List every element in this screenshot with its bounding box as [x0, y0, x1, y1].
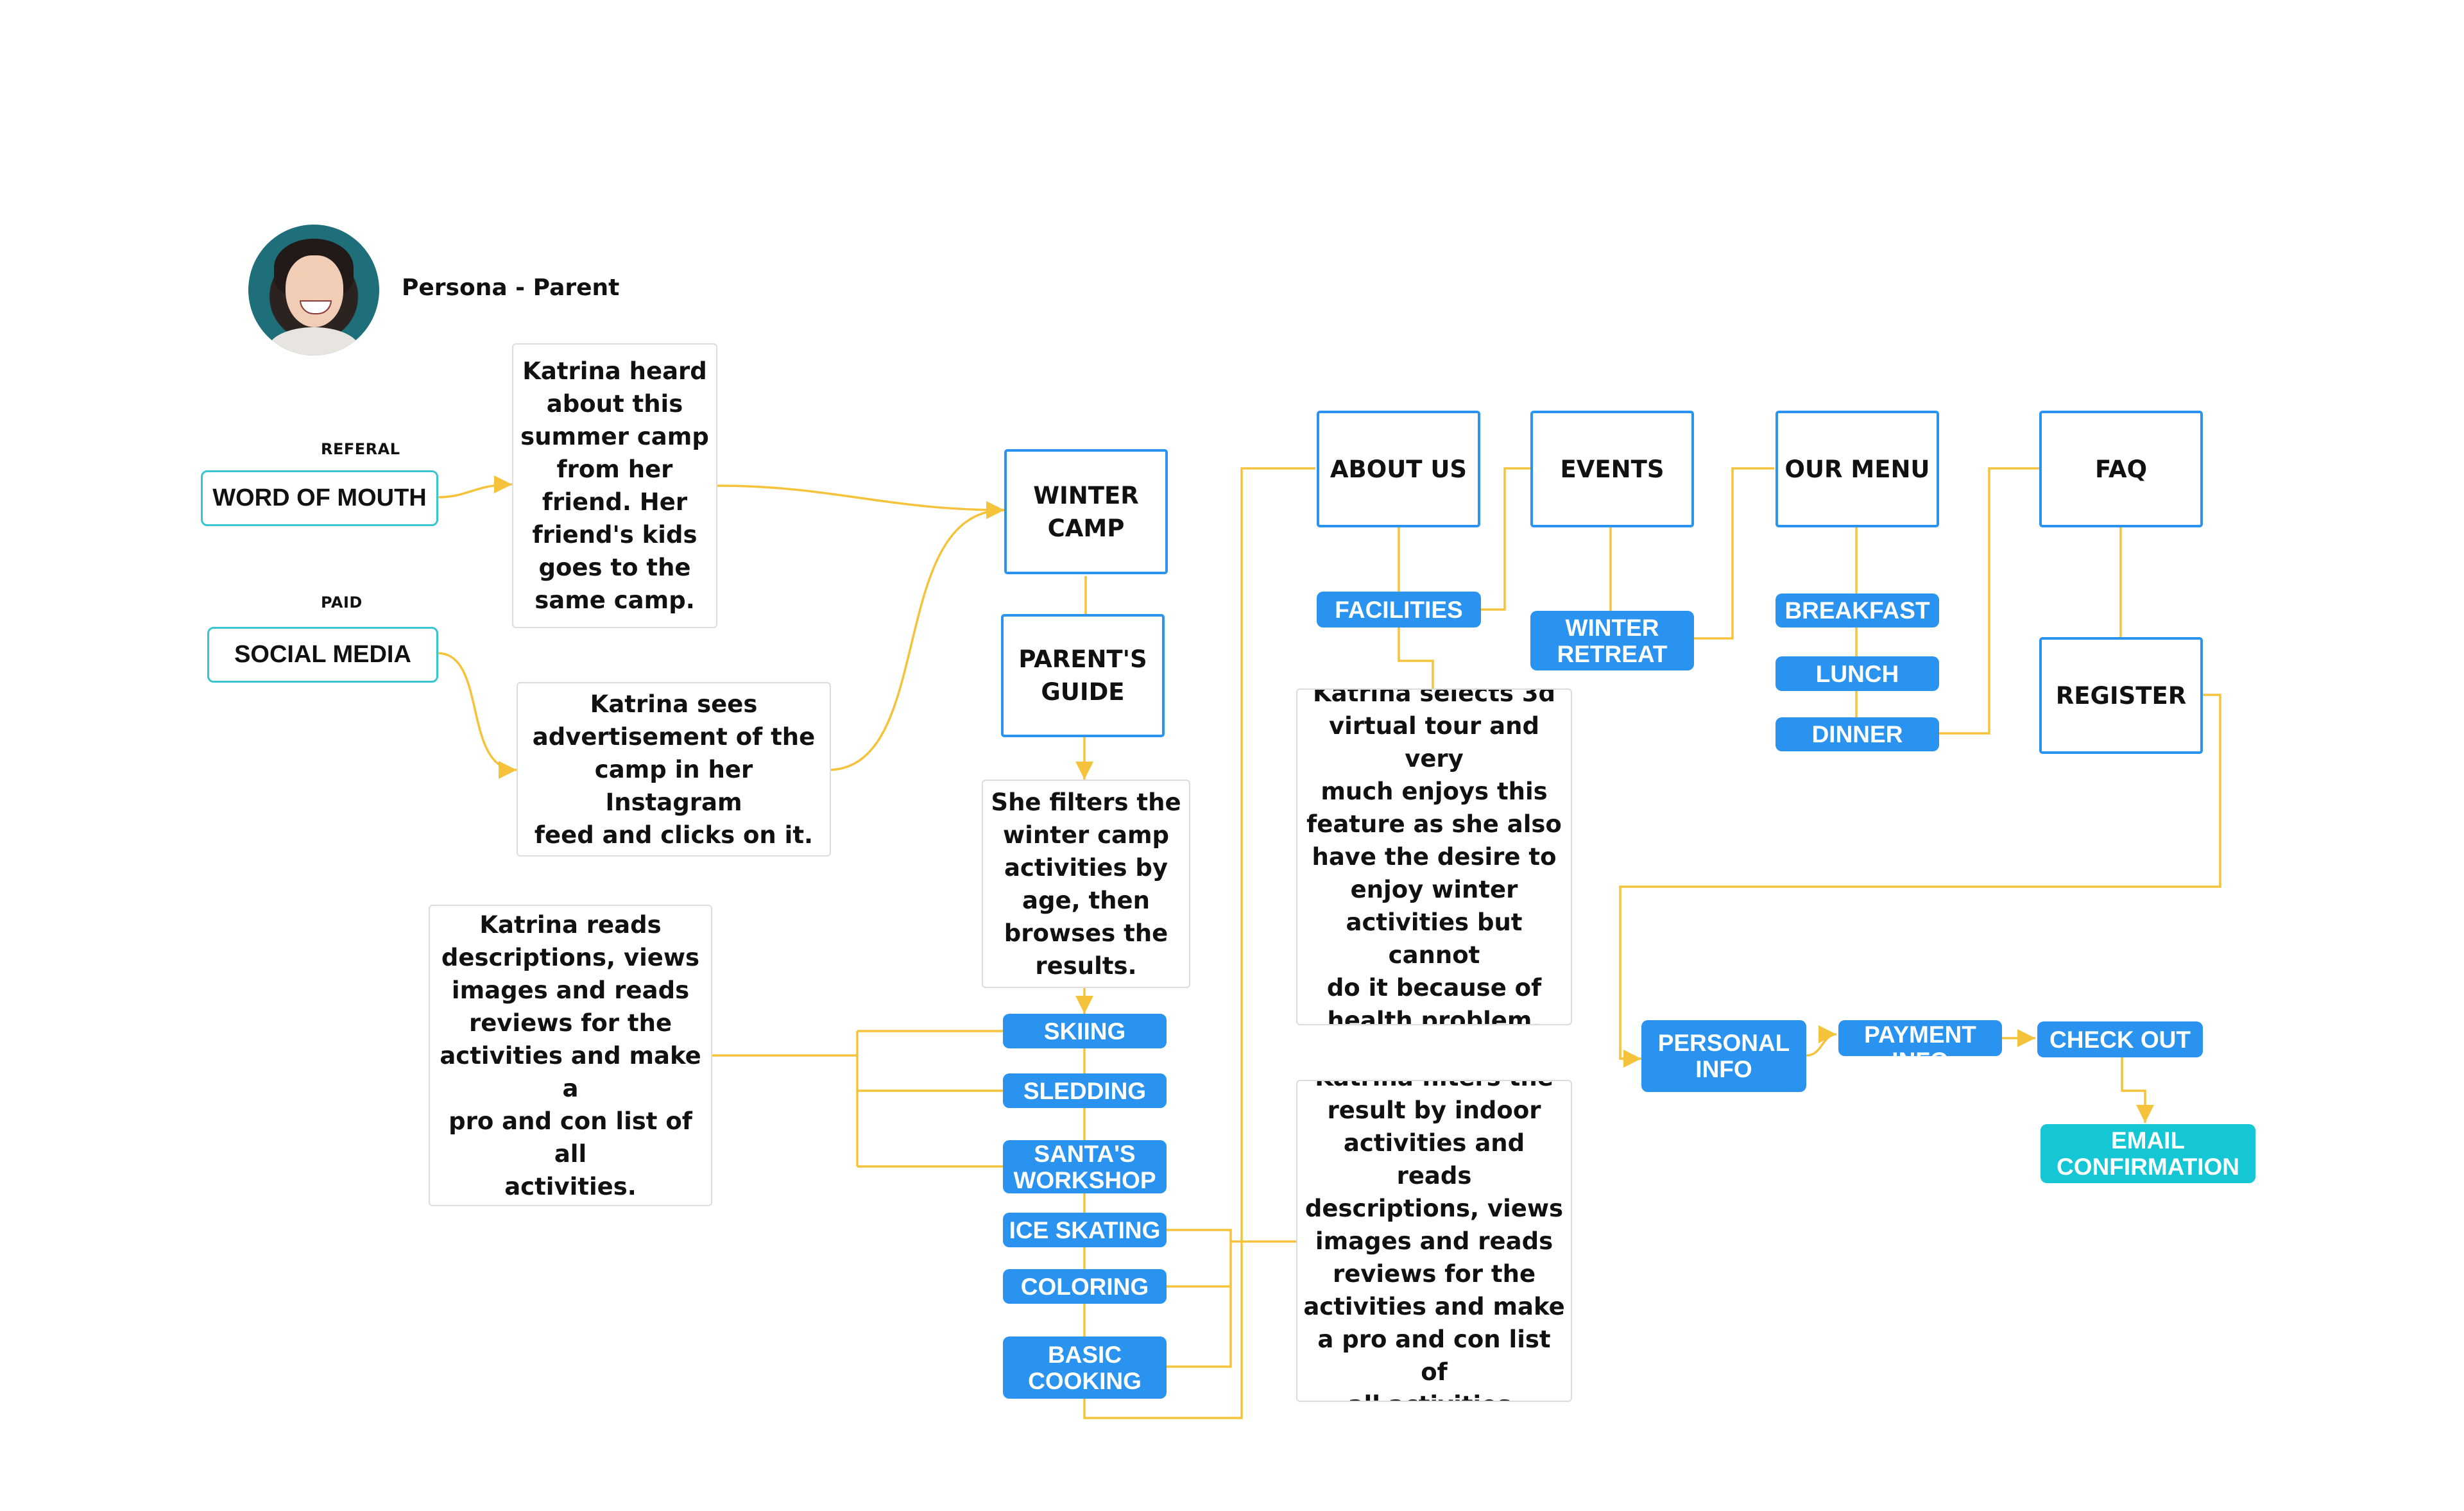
connector-social-media-to-sees [437, 652, 517, 779]
facilities-page: FACILITIES [1317, 592, 1481, 627]
connector-retreat-to-menu [1693, 467, 1774, 640]
social-media-channel: SOCIAL MEDIA [207, 627, 438, 683]
dinner-page: DINNER [1775, 717, 1939, 751]
check-out-step: CHECK OUT [2037, 1021, 2203, 1057]
about-us-page: ABOUT US [1317, 411, 1480, 527]
events-page: EVENTS [1530, 411, 1694, 527]
our-menu-page: OUR MENU [1775, 411, 1939, 527]
register-page: REGISTER [2039, 637, 2203, 754]
breakfast-page: BREAKFAST [1775, 593, 1939, 627]
connector-reads-to-activities [711, 1030, 1003, 1168]
connector-sees-to-winter-camp [827, 501, 1005, 771]
connector-word-of-mouth-to-heard [437, 475, 513, 499]
faq-page: FAQ [2039, 411, 2203, 527]
connector-register-to-personal-info [1619, 694, 2221, 1068]
activity-ice-skating: ICE SKATING [1003, 1213, 1167, 1247]
activity-coloring: COLORING [1003, 1269, 1167, 1304]
activity-sledding: SLEDDING [1003, 1073, 1167, 1108]
connector-facilities-to-tour [1398, 627, 1434, 688]
connector-heard-to-winter-camp [715, 484, 1005, 519]
connector-dinner-to-faq [1938, 467, 2039, 735]
payment-info-step: PAYMENTINFO [1838, 1020, 2002, 1056]
connector-checkout-to-email [2121, 1057, 2154, 1123]
activity-skiing: SKIING [1003, 1014, 1167, 1048]
persona-avatar-photo [248, 225, 379, 355]
connector-facilities-to-events [1481, 467, 1530, 611]
paid-label: PAID [321, 593, 363, 611]
word-of-mouth-channel: WORD OF MOUTH [201, 470, 438, 526]
connector-indoor-activities [1166, 1229, 1296, 1368]
connector-personal-to-payment [1806, 1025, 1837, 1057]
persona-label: Persona - Parent [402, 275, 620, 301]
lunch-page: LUNCH [1775, 656, 1939, 691]
referral-label: REFERAL [321, 440, 400, 458]
